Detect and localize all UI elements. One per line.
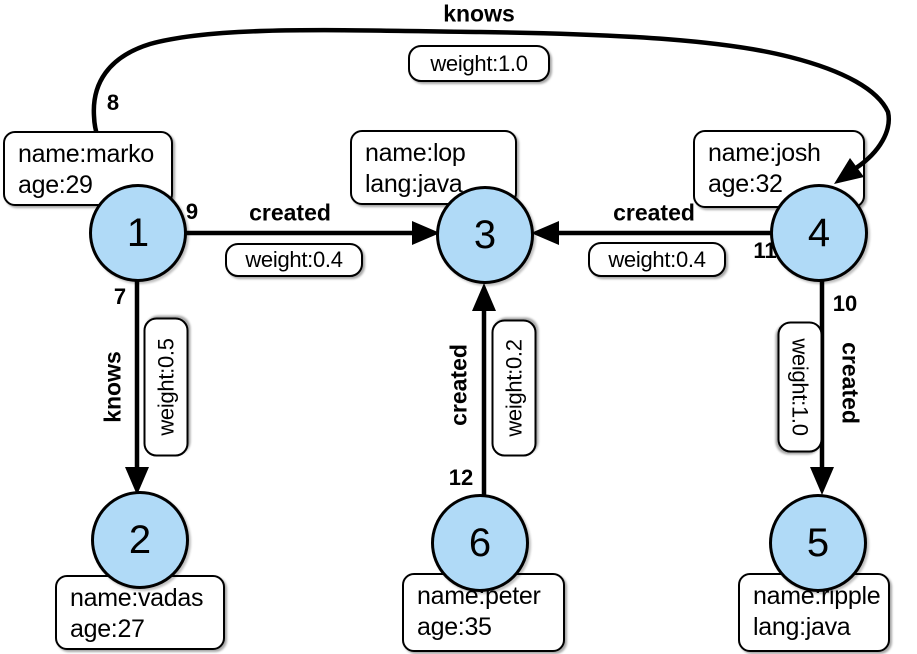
edge-label-created-vertical-10: created [837, 342, 864, 424]
prop-box-vadas: name:vadas age:27 [55, 575, 225, 650]
node-id-label: 3 [473, 212, 497, 257]
node-id-label: 6 [468, 520, 492, 565]
weight-pill-edge-10: weight:1.0 [777, 321, 823, 453]
prop-box-marko: name:marko age:29 [3, 131, 173, 206]
edge-9-arrowhead [412, 221, 440, 245]
edge-id-8: 8 [106, 90, 120, 115]
prop-line: name:marko [18, 140, 154, 168]
prop-box-lop: name:lop lang:java [350, 130, 517, 205]
node-id-label: 5 [806, 520, 830, 565]
prop-box-josh: name:josh age:32 [693, 130, 865, 208]
edge-label-knows-top: knows [443, 0, 515, 27]
weight-text: weight:0.4 [608, 246, 706, 272]
prop-line: age:32 [708, 170, 783, 198]
prop-line: name:lop [365, 139, 466, 167]
edge-id-7: 7 [113, 284, 127, 309]
edge-label-knows-vertical: knows [99, 351, 126, 423]
edge-label-created-left: created [249, 199, 331, 226]
weight-text: weight:0.5 [153, 338, 178, 436]
node-circle-5: 5 [769, 494, 867, 592]
node-circle-2: 2 [91, 491, 189, 589]
node-id-label: 2 [128, 517, 152, 562]
prop-line: lang:java [365, 170, 463, 198]
weight-pill-edge-12: weight:0.2 [491, 319, 537, 457]
edge-id-10: 10 [832, 291, 858, 316]
node-circle-1: 1 [89, 184, 187, 282]
weight-text: weight:1.0 [430, 50, 528, 76]
node-id-label: 1 [126, 210, 150, 255]
edge-label-created-vertical-12: created [445, 344, 472, 426]
node-id-label: 4 [807, 210, 831, 255]
prop-line: name:josh [708, 139, 821, 167]
edge-8-knows-line [91, 27, 891, 198]
edge-10-arrowhead [810, 467, 834, 495]
edge-id-9: 9 [185, 199, 199, 224]
edge-12-arrowhead [472, 283, 496, 311]
weight-pill-edge-8: weight:1.0 [408, 45, 550, 82]
prop-line: age:27 [70, 615, 145, 643]
edge-7-arrowhead [125, 467, 149, 495]
edge-11-arrowhead [531, 221, 559, 245]
weight-text: weight:1.0 [788, 338, 813, 436]
weight-pill-edge-9: weight:0.4 [225, 243, 363, 277]
weight-text: weight:0.4 [245, 247, 343, 272]
node-circle-6: 6 [431, 494, 529, 592]
prop-line: lang:java [753, 613, 851, 641]
node-circle-3: 3 [436, 186, 534, 284]
edge-id-12: 12 [448, 465, 474, 490]
edge-8-arrowhead [834, 158, 864, 184]
node-circle-4: 4 [770, 184, 868, 282]
weight-pill-edge-11: weight:0.4 [588, 242, 726, 277]
prop-line: age:35 [417, 613, 492, 641]
edge-label-created-right: created [613, 199, 695, 226]
prop-line: age:29 [18, 171, 93, 199]
weight-text: weight:0.2 [501, 339, 526, 437]
weight-pill-edge-7: weight:0.5 [143, 317, 189, 457]
